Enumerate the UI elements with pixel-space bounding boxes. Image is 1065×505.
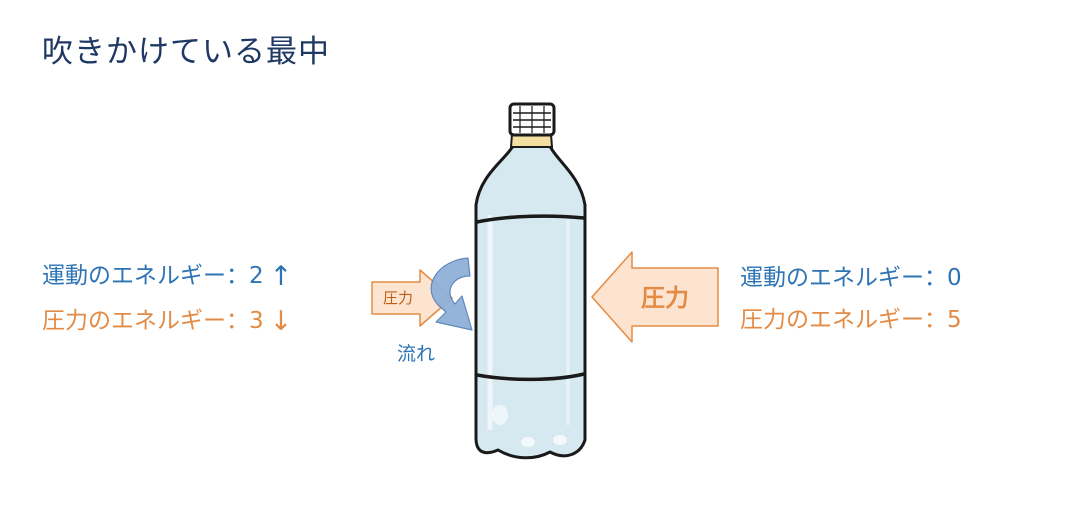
- page-title: 吹きかけている最中: [42, 34, 330, 70]
- left-kinetic-energy-text: 運動のエネルギー：2: [42, 263, 264, 289]
- left-pressure-energy-label: 圧力のエネルギー：3↓: [42, 308, 292, 335]
- left-kinetic-energy-label: 運動のエネルギー：2↑: [42, 263, 292, 290]
- increase-arrow-icon: ↑: [269, 261, 293, 292]
- right-kinetic-energy-label: 運動のエネルギー：0: [740, 265, 962, 291]
- left-pressure-arrow-label: 圧力: [383, 289, 413, 307]
- bottle-icon: [474, 102, 587, 460]
- right-pressure-energy-label: 圧力のエネルギー：5: [740, 307, 962, 333]
- left-pressure-energy-text: 圧力のエネルギー：3: [42, 308, 264, 334]
- right-pressure-arrow-label: 圧力: [641, 284, 689, 312]
- flow-arrow-icon: [430, 257, 473, 331]
- right-pressure-arrow-icon: 圧力: [591, 251, 719, 343]
- decrease-arrow-icon: ↓: [269, 306, 293, 337]
- flow-label: 流れ: [397, 343, 435, 365]
